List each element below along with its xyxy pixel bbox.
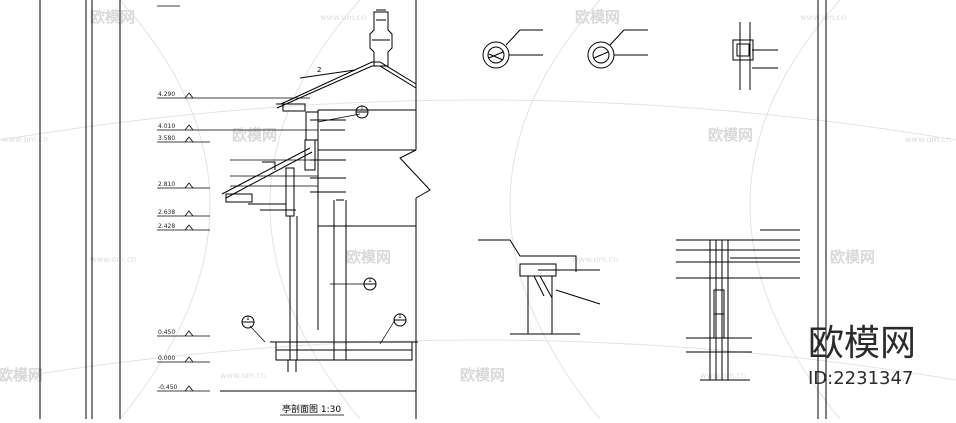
level-marker: 4.290 [157,91,210,99]
watermark-brand: 欧模网 [830,248,875,266]
break-line [399,0,431,419]
pipe-detail [482,29,648,69]
watermark-url: www.om.cn [320,13,366,22]
watermark-brand: 欧模网 [708,126,753,144]
watermark-brand: 欧模网 [0,366,43,384]
svg-text:2.810: 2.810 [158,181,175,188]
watermark-url: www.om.cn [90,255,136,264]
watermark-brand: 欧模网 [575,8,620,26]
base-platform [220,341,418,392]
column-joint-detail [676,229,800,381]
level-marker: 2.638 [157,209,210,217]
svg-text:0.000: 0.000 [158,355,175,362]
leader-lines [210,97,396,345]
callout-number: 1 [360,105,364,112]
callout-number: 1 [368,277,372,284]
ledge-detail [478,239,601,335]
slope-label: 2 [317,66,321,74]
level-marker: 4.010 [157,123,210,131]
level-marker: 0.000 [157,355,210,363]
svg-text:4.010: 4.010 [158,123,175,130]
level-markers: 4.290 4.010 3.580 2.810 2.638 2.428 0.45… [157,5,210,392]
level-marker: 0.450 [157,329,210,337]
roof-finial [369,9,393,67]
callout-number: 1 [246,315,250,322]
posts-walls [285,109,416,360]
watermark-brand: 欧模网 [460,366,505,384]
svg-text:2.638: 2.638 [158,209,175,216]
watermark-url: www.om.cn [700,371,746,380]
watermark-stamp: 欧模网 ID:2231347 [808,323,916,389]
lower-roof [221,147,313,211]
watermark-id: ID:2231347 [808,368,913,389]
level-marker: 3.580 [157,135,210,143]
level-marker: 2.428 [157,223,210,231]
watermark-url: www.om.cn [905,135,951,144]
svg-text:-0.450: -0.450 [158,384,178,391]
watermark-brand: 欧模网 [90,8,135,26]
upper-roof: 2 [276,61,417,112]
sheet-frame [39,0,827,419]
watermark-url: www.om.cn [2,135,48,144]
beam-detail [732,22,778,90]
watermark-url: www.om.cn [800,13,846,22]
svg-text:4.290: 4.290 [158,91,175,98]
pavilion-section: 2 [210,0,431,419]
watermark-brand: 欧模网 [346,248,391,266]
watermark-url: www.om.cn [220,371,266,380]
watermark-logo-text: 欧模网 [808,323,916,364]
level-marker: -0.450 [157,384,210,392]
watermark-url: www.om.cn [572,255,618,264]
drawing-title: 亭剖面图 1:30 [282,403,341,415]
detail-callouts [241,105,407,329]
watermark-brand: 欧模网 [232,126,277,144]
svg-text:0.450: 0.450 [158,329,175,336]
svg-text:2.428: 2.428 [158,223,175,230]
svg-text:3.580: 3.580 [158,135,175,142]
level-marker: 2.810 [157,181,210,189]
callout-number: 1 [398,313,402,320]
